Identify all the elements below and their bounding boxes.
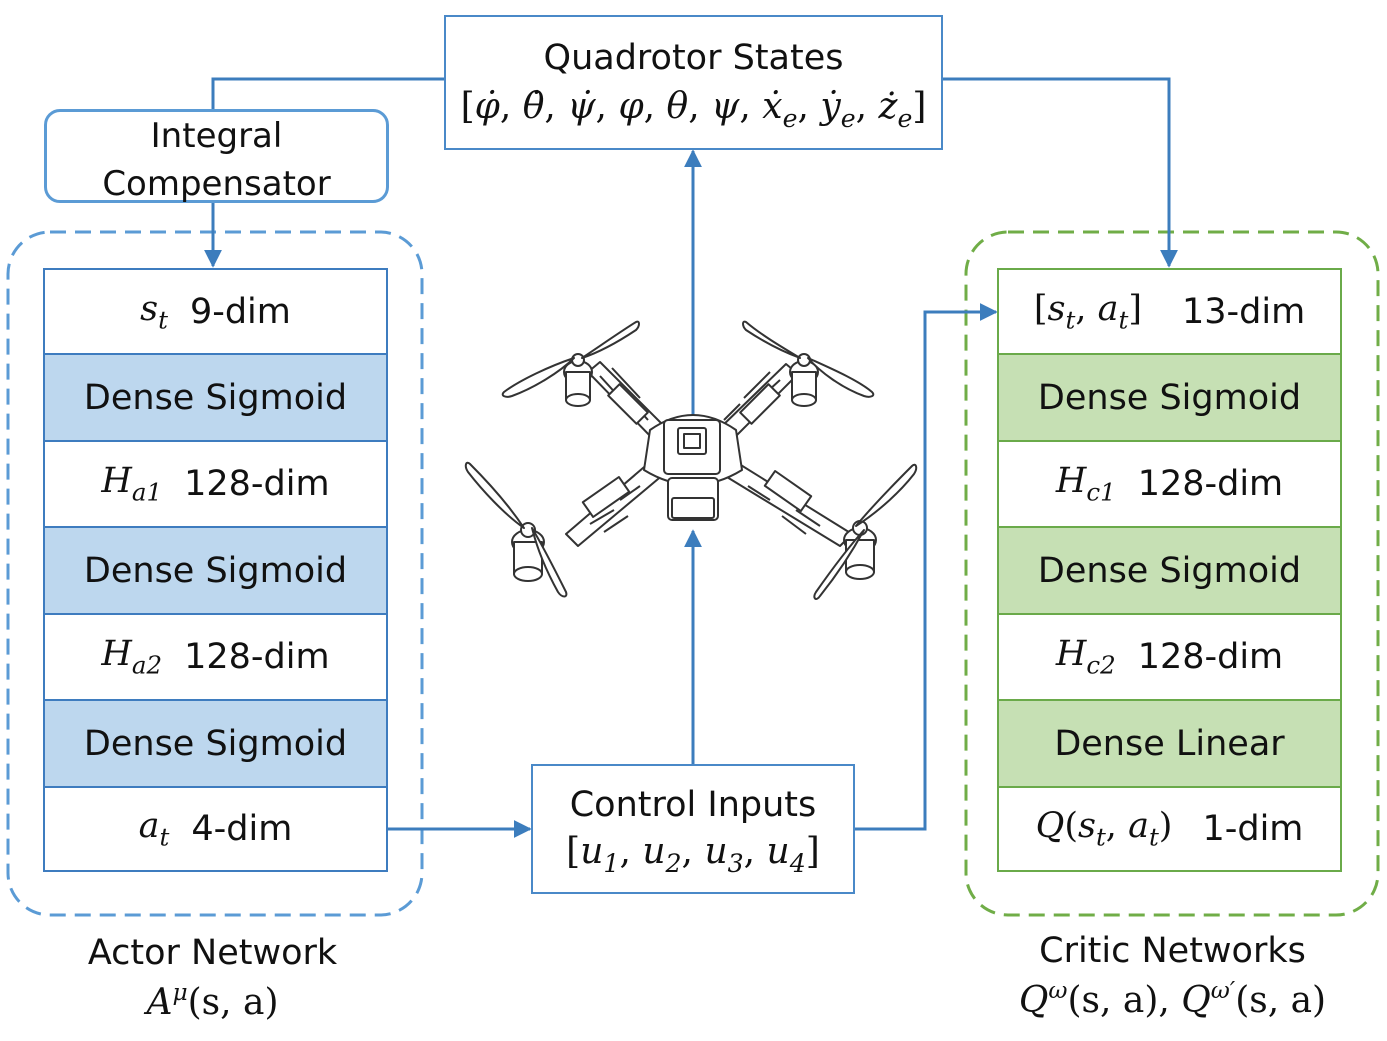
critic-hidden-2-dim: 128-dim: [1137, 637, 1284, 677]
actor-network-group: [6, 230, 424, 917]
actor-hidden-2-symbol: Ha2: [101, 634, 163, 680]
critic-hidden-layer-2: Hc2 128-dim: [997, 613, 1342, 701]
actor-output-layer: at 4-dim: [43, 786, 388, 872]
actor-output-symbol: at: [138, 806, 170, 852]
critic-hidden-1-symbol: Hc1: [1055, 461, 1116, 507]
actor-state-layer: st 9-dim: [43, 268, 388, 355]
integral-compensator-box: Integral Compensator: [44, 109, 389, 204]
critic-networks-label: Critic Networks Qω(s, a), Qω′(s, a): [975, 928, 1370, 1026]
critic-dense-sigmoid-2: Dense Sigmoid: [997, 526, 1342, 615]
critic-output-symbol: Q(st, at): [1035, 806, 1173, 852]
quadrotor-states-vector: [φ̇, θ̇, ψ̇, φ, θ, ψ, ẋe, ẏe, że]: [460, 86, 927, 133]
control-inputs-box: Control Inputs [u1, u2, u3, u4]: [531, 764, 855, 894]
actor-hidden-layer-2: Ha2 128-dim: [43, 613, 388, 701]
control-inputs-title: Control Inputs: [569, 785, 817, 825]
quadcopter-drone-icon: [464, 320, 918, 600]
critic-hidden-2-symbol: Hc2: [1055, 634, 1116, 680]
critic-input-layer: [st, at] 13-dim: [997, 268, 1342, 355]
critic-networks-title: Critic Networks: [1039, 931, 1306, 971]
integral-compensator-label: Integral Compensator: [102, 116, 331, 204]
critic-dense-linear: Dense Linear: [997, 699, 1342, 788]
actor-hidden-1-symbol: Ha1: [101, 461, 163, 507]
actor-dense-sigmoid-1: Dense Sigmoid: [43, 353, 388, 442]
actor-network-label: Actor Network Aμ(s, a): [30, 930, 395, 1028]
critic-input-symbol: [st, at]: [1033, 288, 1142, 335]
states-to-critic-arrow: [943, 77, 1178, 268]
quadrotor-states-box: Quadrotor States [φ̇, θ̇, ψ̇, φ, θ, ψ, ẋ…: [444, 15, 943, 150]
actor-dense-sigmoid-2: Dense Sigmoid: [43, 526, 388, 615]
actor-network-formula: Aμ(s, a): [146, 978, 279, 1024]
actor-state-symbol: st: [140, 288, 168, 335]
critic-networks-formula: Qω(s, a), Qω′(s, a): [1018, 976, 1327, 1022]
critic-output-dim: 1-dim: [1202, 809, 1304, 849]
states-to-integral-wire: [211, 77, 444, 109]
actor-output-dim: 4-dim: [191, 809, 293, 849]
actor-dense-sigmoid-3: Dense Sigmoid: [43, 699, 388, 788]
critic-network-group: [964, 230, 1380, 917]
actor-state-dim: 9-dim: [189, 291, 291, 332]
critic-hidden-layer-1: Hc1 128-dim: [997, 440, 1342, 528]
critic-dense-sigmoid-1: Dense Sigmoid: [997, 353, 1342, 442]
control-to-critic-arrow: [855, 303, 998, 831]
control-inputs-vector: [u1, u2, u3, u4]: [566, 831, 820, 878]
actor-hidden-1-dim: 128-dim: [184, 464, 330, 504]
actor-network-title: Actor Network: [87, 933, 338, 973]
critic-output-layer: Q(st, at) 1-dim: [997, 786, 1342, 872]
actor-hidden-layer-1: Ha1 128-dim: [43, 440, 388, 528]
quadrotor-states-title: Quadrotor States: [543, 38, 844, 78]
actor-hidden-2-dim: 128-dim: [184, 637, 330, 677]
critic-input-dim: 13-dim: [1181, 291, 1306, 332]
critic-hidden-1-dim: 128-dim: [1137, 464, 1284, 504]
